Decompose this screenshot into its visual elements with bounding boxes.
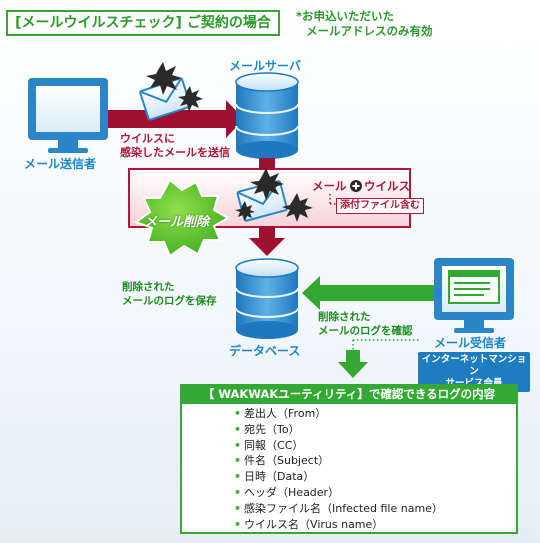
plus-icon <box>350 180 362 192</box>
mail-server-icon <box>235 72 299 159</box>
list-item: •ヘッダ（Header） <box>234 485 340 499</box>
send-arrow-icon <box>108 100 244 138</box>
list-item: •差出人（From） <box>234 407 327 420</box>
receiver-computer-icon <box>434 258 514 333</box>
log-contents-box <box>180 384 518 534</box>
sender-label: メール送信者 <box>24 157 97 171</box>
note: *お申込いただいた メールアドレスのみ有効 <box>296 9 433 39</box>
log-item-infected-file: 感染ファイル名（Infected file name） <box>244 501 443 515</box>
log-item-to: 宛先（To） <box>244 422 300 436</box>
virus-word: ウイルス <box>364 179 410 193</box>
list-item: •ウイルス名（Virus name） <box>234 517 384 531</box>
log-item-subject: 件名（Subject） <box>244 454 330 468</box>
log-item-cc: 同報（CC） <box>244 438 304 452</box>
member-badge-line-1: インターネットマンション <box>421 354 527 377</box>
delete-label: メール削除 <box>144 215 210 230</box>
confirm-arrow-icon <box>302 276 434 310</box>
save-description-line-1: 削除された <box>122 281 175 293</box>
attachment-connector <box>329 194 336 205</box>
note-line-1: *お申込いただいた <box>296 9 395 23</box>
list-item: •同報（CC） <box>234 438 304 452</box>
log-item-header: ヘッダ（Header） <box>244 485 340 499</box>
list-item: •宛先（To） <box>234 422 300 436</box>
log-items-list: •差出人（From） •宛先（To） •同報（CC） •件名（Subject） … <box>234 406 443 532</box>
log-item-from: 差出人（From） <box>244 407 327 420</box>
confirm-description-line-2: メールのログを確認 <box>318 325 413 337</box>
sender-computer-icon <box>28 78 108 153</box>
log-item-virus-name: ウイルス名（Virus name） <box>244 517 384 531</box>
delete-burst-icon <box>133 178 231 258</box>
list-item: •件名（Subject） <box>234 454 330 468</box>
diagram-title: [メールウイルスチェック] ご契約の場合 <box>6 10 280 36</box>
server-label: メールサーバ <box>229 59 301 73</box>
down-arrow-icon <box>338 350 368 378</box>
server-to-panel-connector <box>259 158 275 170</box>
confirm-description-line-1: 削除された <box>318 311 371 323</box>
mail-word: メール <box>312 179 347 193</box>
member-badge-line-2: サービス会員 <box>418 378 530 390</box>
save-description: 削除された メールのログを保存 <box>122 280 217 308</box>
list-item: •日時（Data） <box>234 470 315 484</box>
attachment-badge: 添付ファイル含む <box>336 198 424 214</box>
send-description-line-2: 感染したメールを送信 <box>120 146 230 159</box>
send-description: ウイルスに 感染したメールを送信 <box>120 132 230 160</box>
receiver-label: メール受信者 <box>434 336 507 350</box>
send-description-line-1: ウイルスに <box>120 132 175 145</box>
confirm-connector <box>352 339 420 350</box>
confirm-description: 削除された メールのログを確認 <box>318 310 413 338</box>
note-line-2: メールアドレスのみ有効 <box>306 24 433 38</box>
database-label: データベース <box>229 344 301 358</box>
log-item-date: 日時（Data） <box>244 470 315 484</box>
database-icon <box>235 258 299 339</box>
list-item: •感染ファイル名（Infected file name） <box>234 501 443 515</box>
panel-to-database-arrow-icon <box>249 226 285 256</box>
panel-virus-icon <box>235 168 313 222</box>
save-description-line-2: メールのログを保存 <box>122 295 217 307</box>
virus-icon <box>146 62 203 112</box>
log-contents-title: 【 WAKWAKユーティリティ】で確認できるログの内容 <box>180 384 518 404</box>
